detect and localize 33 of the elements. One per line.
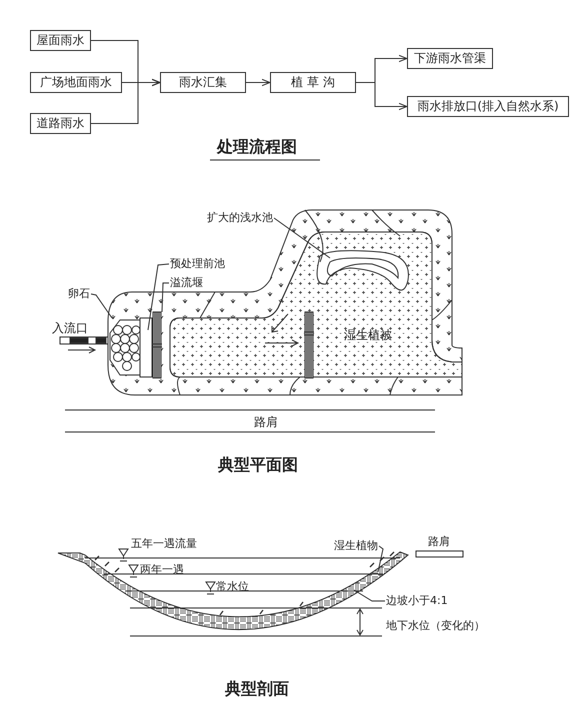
source-box: 屋面雨水	[30, 30, 91, 51]
leader-line	[148, 264, 170, 330]
leader-label: 预处理前池	[170, 257, 225, 271]
leader-line	[378, 546, 384, 572]
leader-label: 湿生植物	[334, 539, 378, 553]
text-label: 湿生植被	[344, 328, 392, 343]
leader-line	[162, 282, 170, 312]
text-label: 入流口	[52, 321, 88, 336]
outlet-box: 下游雨水管渠	[407, 48, 493, 69]
leader-label: 溢流堰	[170, 276, 203, 290]
process-box: 雨水汇集	[160, 72, 246, 93]
arrow	[246, 78, 270, 86]
leader-label: 卵石	[68, 287, 90, 301]
process-box: 植 草 沟	[270, 72, 356, 93]
leader-line	[354, 590, 386, 602]
arrow	[356, 82, 408, 110]
section-heading: 处理流程图	[217, 137, 297, 157]
text-label: 常水位	[216, 579, 249, 594]
section-heading: 典型平面图	[218, 455, 298, 475]
text-label: 路肩	[254, 415, 278, 430]
leader-label: 边坡小于4:1	[386, 594, 448, 608]
text-label: 两年一遇	[140, 562, 184, 577]
source-box: 道路雨水	[30, 113, 91, 134]
arrow	[90, 78, 160, 124]
text-label: 地下水位（变化的）	[386, 618, 485, 633]
section-heading: 典型剖面	[225, 679, 289, 699]
text-label: 五年一遇流量	[131, 536, 197, 551]
source-box: 广场地面雨水	[30, 72, 122, 93]
outlet-box: 雨水排放口(排入自然水系)	[407, 96, 569, 117]
leader-line	[90, 294, 112, 318]
text-label: 路肩	[428, 534, 450, 549]
leader-label: 扩大的浅水池	[207, 211, 273, 225]
leader-line	[274, 218, 330, 258]
